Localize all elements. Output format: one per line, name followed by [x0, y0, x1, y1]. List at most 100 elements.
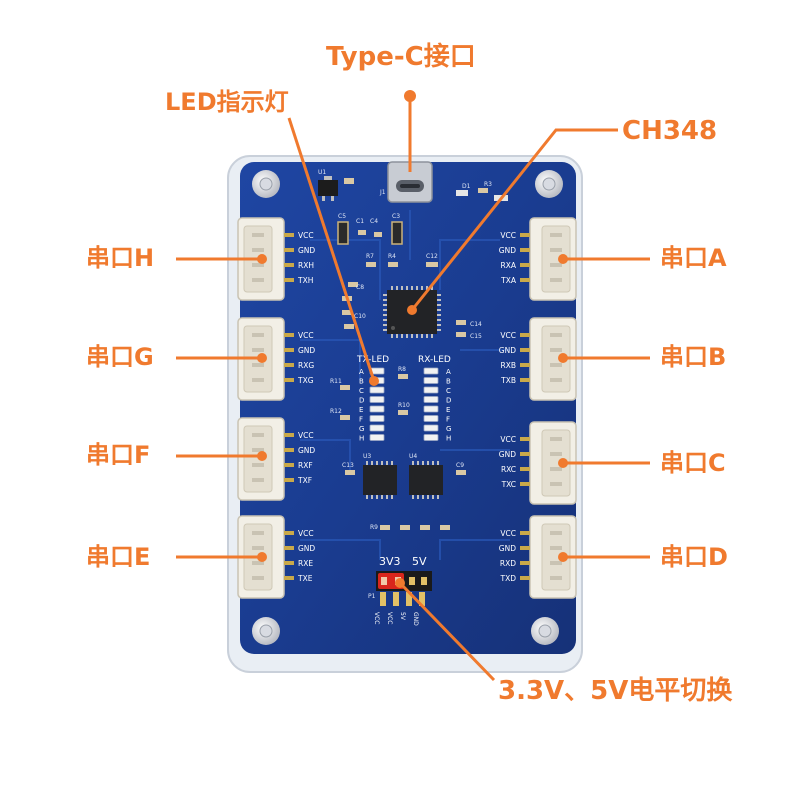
- left-pin-label: RXE: [298, 559, 313, 568]
- jumper-pin-label: GND: [412, 612, 419, 626]
- led-indicator: [423, 367, 439, 375]
- callout-port-d: 串口D: [660, 543, 728, 571]
- silkscreen: U1 C5 C1 C4 C3 R7 R4 C12 C8 C10 C14 C15 …: [318, 169, 492, 600]
- silk-u1: U1: [318, 169, 326, 176]
- led-letter: F: [446, 416, 450, 424]
- led-letter: B: [359, 378, 364, 386]
- left-pin-label: GND: [298, 246, 315, 255]
- right-pin-label: GND: [499, 346, 516, 355]
- line-led: [287, 117, 376, 382]
- callout-dots: [257, 90, 568, 588]
- silk-c1: C1: [356, 218, 364, 225]
- right-pin-label: VCC: [500, 435, 516, 444]
- u3-chip: [363, 465, 397, 495]
- left-pin-label: VCC: [298, 231, 314, 240]
- right-pin-label: TXD: [500, 574, 517, 583]
- silk-r10: R10: [398, 402, 410, 409]
- led-indicator: [423, 396, 439, 403]
- silk-j1: J1: [379, 189, 386, 196]
- led-letter: H: [359, 435, 364, 443]
- callout-type-c: Type-C接口: [326, 42, 476, 72]
- silk-r9: R9: [370, 524, 378, 531]
- jumper-label-5v: 5V: [412, 555, 427, 568]
- line-voltage: [398, 581, 496, 682]
- standoff-top-right: [535, 170, 563, 198]
- right-connector-3: [520, 515, 577, 599]
- silk-p1: P1: [368, 593, 376, 600]
- chip-pins: [366, 461, 439, 499]
- callout-ch348: CH348: [622, 116, 718, 146]
- right-pin-label: TXB: [500, 376, 516, 385]
- tx-led-label: TX-LED: [356, 355, 389, 365]
- left-pin-label: GND: [298, 544, 315, 553]
- right-pin-label: GND: [499, 246, 516, 255]
- silk-c10: C10: [354, 313, 366, 320]
- left-pin-label: RXF: [298, 461, 313, 470]
- led-letter: A: [446, 368, 451, 376]
- callout-lines: [176, 92, 650, 682]
- right-pin-label: RXC: [501, 465, 516, 474]
- right-connector-0: [520, 217, 577, 301]
- callout-port-f: 串口F: [86, 441, 151, 469]
- left-pin-label: GND: [298, 346, 315, 355]
- u1-regulator: [318, 176, 338, 201]
- left-pin-label: TXH: [297, 276, 313, 285]
- silk-r8: R8: [398, 366, 406, 373]
- led-indicator: [369, 396, 385, 403]
- right-connector-1: [520, 317, 577, 401]
- u4-chip: [409, 465, 443, 495]
- rx-led-label: RX-LED: [418, 355, 451, 365]
- silk-u3: U3: [363, 453, 371, 460]
- right-pin-label: VCC: [500, 331, 516, 340]
- silk-r12: R12: [330, 408, 342, 415]
- led-indicator: [423, 386, 439, 394]
- silk-c14: C14: [470, 321, 482, 328]
- led-letter: F: [359, 416, 363, 424]
- jumper-pin-label: VCC: [373, 612, 380, 624]
- left-pin-label: VCC: [298, 529, 314, 538]
- silk-r11: R11: [330, 378, 342, 385]
- left-pin-label: RXG: [298, 361, 314, 370]
- right-pin-label: GND: [499, 544, 516, 553]
- led-letter: E: [446, 406, 450, 414]
- silk-r4: R4: [388, 253, 396, 260]
- led-letter: D: [359, 397, 364, 405]
- standoff-bottom-right: [531, 617, 559, 645]
- callout-port-h: 串口H: [86, 244, 155, 272]
- led-letter: G: [446, 425, 451, 433]
- led-indicator: [369, 405, 385, 413]
- led-letter: C: [359, 387, 364, 395]
- left-pin-label: GND: [298, 446, 315, 455]
- callout-voltage-switch: 3.3V、5V电平切换: [498, 676, 733, 706]
- silk-c12: C12: [426, 253, 438, 260]
- led-indicator: [423, 434, 439, 441]
- left-pin-label: VCC: [298, 331, 314, 340]
- led-indicator: [423, 405, 439, 413]
- led-indicator: [423, 377, 439, 384]
- silk-d1: D1: [462, 183, 471, 190]
- callout-port-c: 串口C: [660, 449, 726, 477]
- silk-c8: C8: [356, 284, 364, 291]
- left-pin-label: RXH: [298, 261, 314, 270]
- silk-r7: R7: [366, 253, 374, 260]
- silk-c13: C13: [342, 462, 354, 469]
- right-pin-label: VCC: [500, 529, 516, 538]
- left-pin-label: VCC: [298, 431, 314, 440]
- standoff-bottom-left: [252, 617, 280, 645]
- right-connector-2: [520, 421, 577, 505]
- left-pin-label: TXE: [297, 574, 313, 583]
- left-pin-label: TXG: [297, 376, 314, 385]
- led-indicator: [423, 424, 439, 432]
- silk-c9: C9: [456, 462, 464, 469]
- callout-port-a: 串口A: [660, 244, 727, 272]
- silk-c5: C5: [338, 213, 346, 220]
- led-indicator: [369, 434, 385, 441]
- callout-port-e: 串口E: [86, 543, 151, 571]
- jumper-label-3v3: 3V3: [379, 555, 401, 568]
- led-letter: D: [446, 397, 451, 405]
- line-ch348: [410, 128, 618, 311]
- right-pin-label: VCC: [500, 231, 516, 240]
